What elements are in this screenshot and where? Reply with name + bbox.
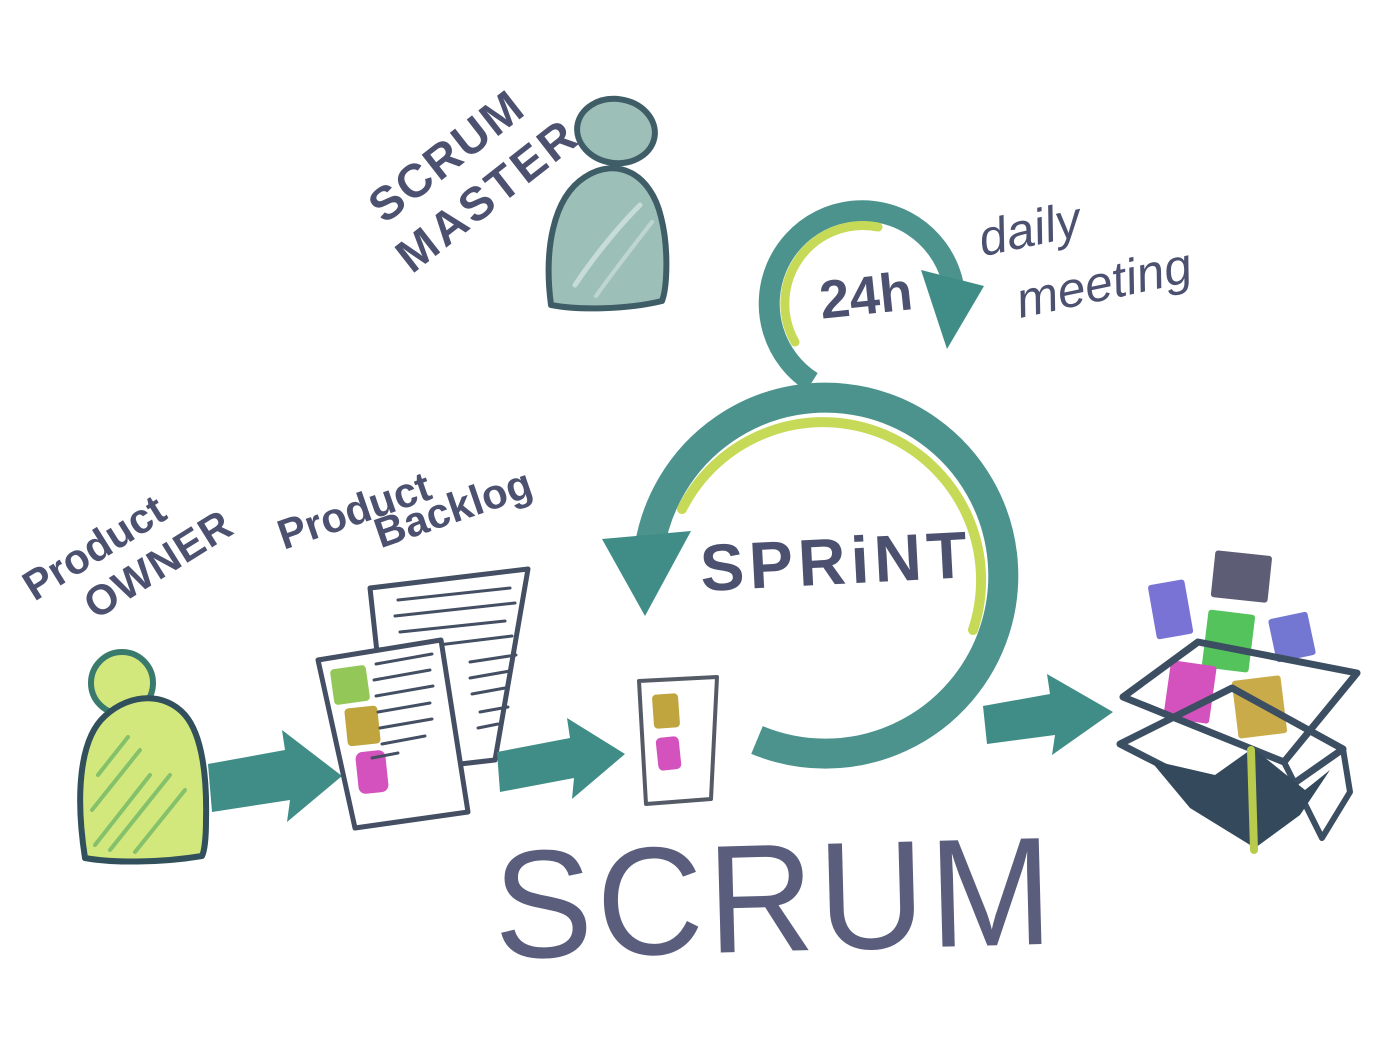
scrum-master-body-streak <box>594 220 654 298</box>
box-note-purple <box>1148 579 1194 640</box>
label-scrum-title: SCRUM <box>491 805 1059 992</box>
sprint-backlog-card <box>637 675 719 806</box>
label-sprint: SPRiNT <box>698 516 974 606</box>
box-note-magenta <box>1163 660 1217 724</box>
scrum-master-body-streak <box>572 202 643 288</box>
sprint-loop-arrowhead <box>602 531 691 616</box>
backlog-doc-front-lines <box>370 652 435 760</box>
box-rim-back <box>1119 638 1361 766</box>
daily-loop-arc <box>758 200 966 391</box>
increment-box <box>1116 550 1361 854</box>
scrum-master-head <box>574 95 658 167</box>
flow-arrow-1 <box>208 730 342 822</box>
box-note-blue <box>1268 611 1316 663</box>
backlog-note-magenta <box>355 750 389 794</box>
backlog-doc-back-lines <box>393 586 518 730</box>
sprint-loop-arc <box>634 382 1019 769</box>
sprint-loop <box>602 382 1019 769</box>
product-owner-hatch <box>90 735 187 854</box>
sprint-loop-highlight <box>677 417 987 635</box>
box-note-green <box>1201 609 1256 673</box>
box-interior-shadow <box>1150 748 1330 848</box>
daily-loop-arrowhead <box>921 270 984 349</box>
label-24h: 24h <box>816 261 916 331</box>
card-note-gold <box>652 693 680 729</box>
card-note-magenta <box>655 736 682 771</box>
flow-arrow-3 <box>983 674 1113 755</box>
scrum-master-figure <box>545 95 670 312</box>
daily-loop <box>758 200 984 391</box>
backlog-note-green <box>330 665 370 705</box>
box-front-stripe <box>1247 746 1258 854</box>
product-backlog-docs <box>315 566 531 831</box>
product-owner-figure <box>77 649 210 865</box>
backlog-note-gold <box>344 705 381 747</box>
box-note-dark <box>1210 550 1272 603</box>
daily-loop-highlight <box>780 221 883 347</box>
flow-arrow-2 <box>497 718 625 799</box>
